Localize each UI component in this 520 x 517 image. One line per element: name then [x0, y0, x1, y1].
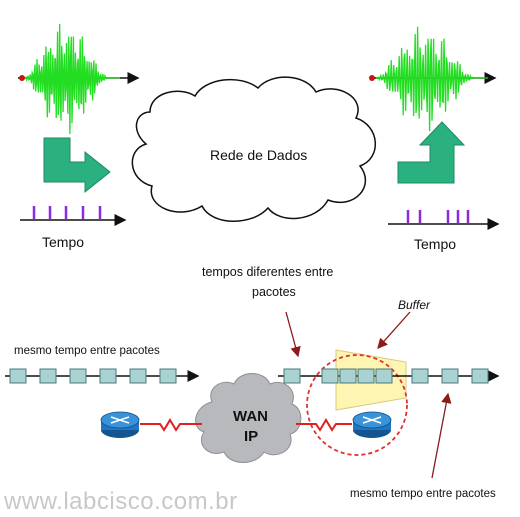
- packet: [9, 368, 27, 384]
- waveform-right: [369, 26, 497, 132]
- time-label-right: Tempo: [414, 236, 457, 252]
- packet: [441, 368, 459, 384]
- packet: [159, 368, 177, 384]
- packet: [339, 368, 357, 384]
- router-left-icon: [100, 411, 140, 438]
- timeline-right: [388, 210, 500, 230]
- same-timing-label-left: mesmo tempo entre pacotes: [14, 345, 160, 357]
- watermark: www.labcisco.com.br: [4, 488, 238, 515]
- timeline-left: [20, 206, 127, 226]
- packet: [39, 368, 57, 384]
- varying-timing-label-line1: tempos diferentes entre: [202, 265, 334, 279]
- packet: [129, 368, 147, 384]
- wan-label-line2: IP: [244, 428, 259, 445]
- data-network-cloud: [131, 76, 377, 222]
- router-right-icon: [352, 411, 392, 438]
- arrow-out-of-network-icon: [397, 121, 466, 184]
- waveform-left: [18, 23, 140, 135]
- same-timing-label-right: mesmo tempo entre pacotes: [350, 488, 496, 500]
- buffer-label: Buffer: [398, 298, 431, 312]
- cloud-label: Rede de Dados: [210, 147, 308, 163]
- waveform-path: [375, 26, 488, 132]
- packet-stream-right: [278, 368, 500, 384]
- pointer-same-timing: [431, 392, 452, 479]
- pointer-buffer: [377, 311, 411, 349]
- link-left: [140, 418, 202, 432]
- packet: [411, 368, 429, 384]
- link-right: [296, 418, 352, 432]
- varying-timing-label-line2: pacotes: [252, 285, 296, 299]
- dashed-highlight-circle: [306, 354, 408, 456]
- packet-stream-left: [5, 368, 200, 384]
- packet: [321, 368, 339, 384]
- waveform-path: [23, 23, 120, 135]
- packet: [283, 368, 301, 384]
- wan-cloud: [195, 373, 302, 463]
- packet: [471, 368, 489, 384]
- wan-label-line1: WAN: [233, 408, 268, 425]
- time-label-left: Tempo: [42, 234, 85, 250]
- arrow-into-network-icon: [43, 137, 111, 194]
- packet: [69, 368, 87, 384]
- packet: [99, 368, 117, 384]
- pointer-varying-timing: [285, 311, 301, 358]
- packet: [375, 368, 393, 384]
- packet: [357, 368, 375, 384]
